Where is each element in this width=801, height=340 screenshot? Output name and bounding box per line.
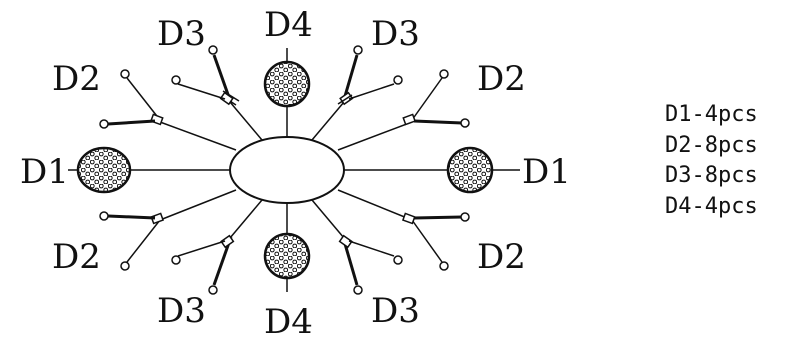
label-d2-top-right: D2: [477, 59, 526, 99]
label-d4-bottom: D4: [264, 302, 313, 340]
label-d2-bottom-right: D2: [477, 237, 526, 277]
quantity-legend: D1-4pcs D2-8pcs D3-8pcs D4-4pcs: [665, 100, 801, 222]
d3-wand-bottom-left: [171, 234, 235, 295]
d3-wand-top-left: [171, 45, 240, 106]
central-hub: [229, 136, 345, 204]
d3-wand-top-right: [337, 45, 403, 106]
d1-globe-left: [68, 146, 132, 194]
d2-wand-bottom-left: [99, 211, 165, 271]
d2-wand-top-right: [402, 69, 470, 128]
label-d4-top: D4: [264, 5, 313, 45]
d3-wand-bottom-right: [338, 234, 403, 295]
label-d1-right: D1: [522, 152, 571, 192]
label-d3-bottom-right: D3: [371, 291, 420, 331]
d4-globe-top: [263, 48, 311, 108]
label-d3-top-right: D3: [371, 14, 420, 54]
legend-item-d4: D4-4pcs: [665, 193, 758, 219]
legend-item-d3: D3-8pcs: [665, 163, 758, 188]
label-d2-bottom-left: D2: [52, 237, 101, 277]
d2-wand-bottom-right: [401, 212, 470, 271]
label-d1-left: D1: [20, 152, 69, 192]
wires: [130, 83, 448, 257]
d2-wand-top-left: [99, 69, 164, 129]
d1-globe-right: [446, 146, 520, 194]
label-d2-top-left: D2: [52, 59, 101, 99]
label-d3-bottom-left: D3: [157, 291, 206, 331]
d4-globe-bottom: [263, 232, 311, 292]
legend-item-d2: D2-8pcs: [665, 132, 758, 158]
legend-item-d1: D1-4pcs: [665, 102, 758, 127]
label-d3-top-left: D3: [157, 14, 206, 54]
